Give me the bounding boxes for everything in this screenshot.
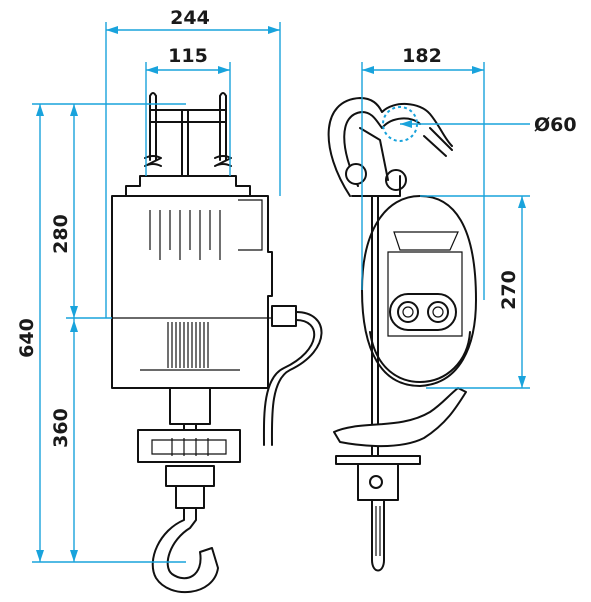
power-cable — [262, 305, 323, 446]
dimension-label-280: 280 — [50, 214, 72, 254]
control-buttons — [389, 293, 457, 331]
top-hook-side — [327, 97, 453, 197]
side-view — [327, 97, 477, 572]
spring-left — [144, 155, 162, 167]
front-view — [111, 92, 323, 594]
spring-right — [214, 155, 232, 167]
dimension-lines — [32, 22, 530, 563]
dimension-label-182: 182 — [402, 45, 442, 67]
dimension-label-diameter: Ø60 — [534, 114, 577, 136]
dimension-label-244: 244 — [170, 7, 210, 29]
dimension-label-270: 270 — [498, 270, 520, 310]
dimension-label-640: 640 — [16, 318, 38, 358]
lifting-hook-front — [151, 507, 219, 594]
motor-ribs-upper — [149, 210, 221, 260]
side-housing — [361, 195, 477, 387]
dimension-label-115: 115 — [168, 45, 208, 67]
wire-drum — [167, 322, 209, 368]
dimension-label-360: 360 — [50, 408, 72, 448]
